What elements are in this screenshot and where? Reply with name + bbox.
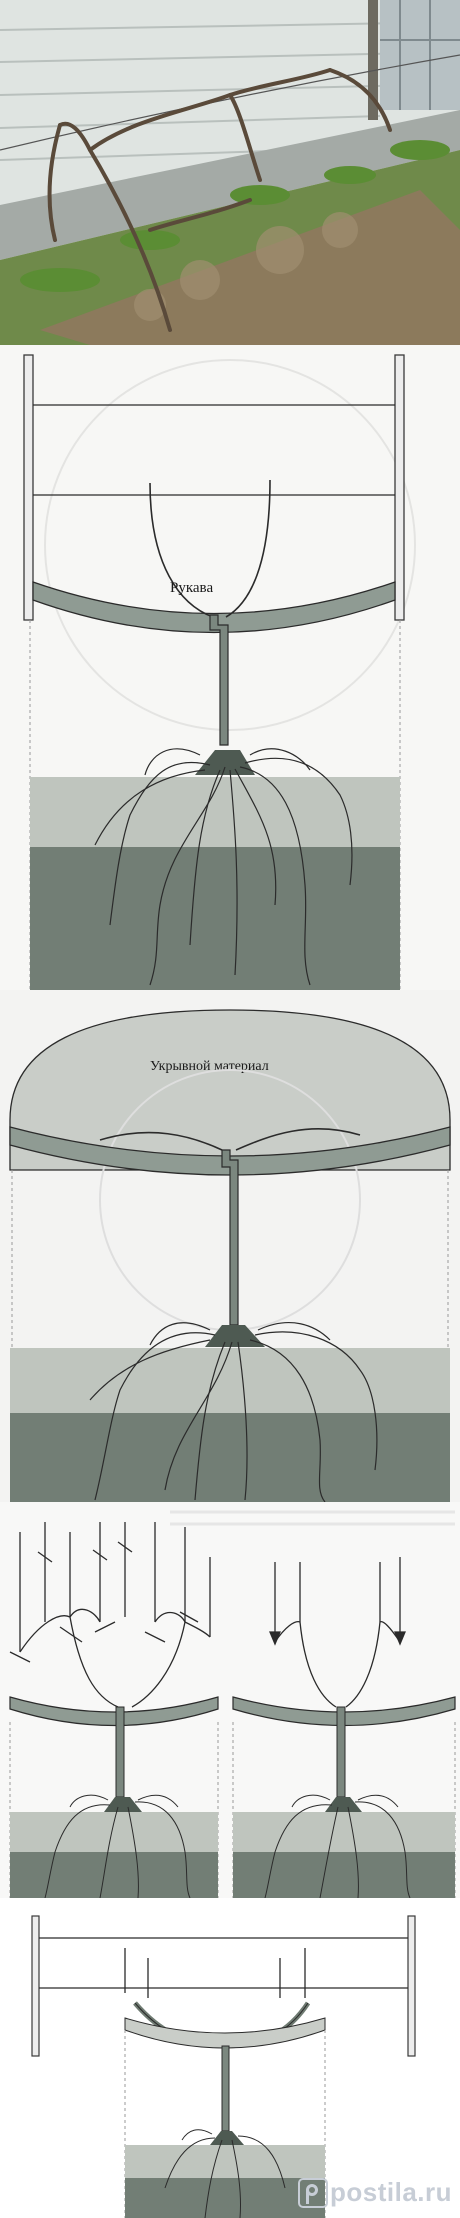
left-bush — [9, 1522, 219, 1898]
vine-trunk — [115, 1706, 125, 1798]
lower-soil-layer — [10, 1413, 450, 1502]
root-crown — [195, 750, 255, 775]
cover-diagram: Укрывной материал — [9, 1009, 451, 1502]
roots — [264, 1794, 411, 1898]
shoots — [124, 1948, 306, 1998]
diagram-sleeves: Рукава — [0, 345, 460, 990]
right-sleeve-laid — [235, 1128, 361, 1151]
root-crown — [205, 1325, 265, 1347]
window — [380, 0, 460, 110]
vine-trunk — [336, 1706, 346, 1798]
root-crown — [210, 2131, 244, 2145]
upper-soil-layer — [125, 2145, 325, 2178]
upper-soil-layer — [233, 1812, 455, 1852]
roots — [164, 2129, 286, 2218]
lower-soil-layer — [30, 847, 400, 990]
vineyard-photo — [0, 0, 460, 345]
vine-trunk — [209, 614, 229, 746]
right-post — [407, 1915, 416, 2057]
vine-trunk — [221, 2045, 230, 2132]
root-crown — [325, 1797, 362, 1812]
left-post — [31, 1915, 40, 2057]
right-shoots — [269, 1557, 406, 1708]
roots — [94, 748, 353, 986]
label-sleeves: Рукава — [170, 580, 213, 596]
left-shoots — [9, 1522, 211, 1708]
trellis-post — [368, 0, 378, 120]
diagram-final: postila.ru — [0, 1898, 460, 2218]
vine-trunk — [221, 1149, 239, 1326]
lower-soil-layer — [10, 1852, 218, 1898]
shoots-diagrams — [9, 1510, 456, 1898]
watermark-text: postila.ru — [329, 2177, 452, 2207]
diagram-cover: Укрывной материал — [0, 990, 460, 1502]
soil-mound-bar — [32, 581, 396, 634]
postila-watermark: postila.ru — [297, 2177, 452, 2208]
upper-soil-layer — [10, 1812, 218, 1852]
sleeves-diagram: Рукава — [23, 354, 416, 990]
roots — [44, 1794, 191, 1898]
roots — [89, 1322, 378, 1502]
left-sleeve — [149, 482, 214, 618]
final-diagram — [31, 1915, 416, 2218]
soil-mound-bar — [232, 1696, 456, 1727]
root-crown — [104, 1797, 142, 1812]
diagram-shoots-pair — [0, 1502, 460, 1898]
right-bush — [232, 1557, 456, 1898]
left-sleeve-laid — [99, 1131, 223, 1151]
vine-branches — [47, 68, 392, 332]
upper-soil-layer — [10, 1348, 450, 1413]
photo-illustration — [0, 0, 460, 345]
soil-mound-bar — [9, 1126, 451, 1176]
right-post — [394, 354, 405, 621]
upper-soil-layer — [30, 777, 400, 847]
grass-patches — [20, 140, 450, 292]
postila-logo-icon — [297, 2177, 328, 2208]
right-sleeve — [225, 479, 271, 618]
lower-soil-layer — [125, 2178, 325, 2218]
soil-mound-bar — [9, 1696, 219, 1727]
foundation — [0, 110, 460, 260]
left-post — [23, 354, 34, 621]
